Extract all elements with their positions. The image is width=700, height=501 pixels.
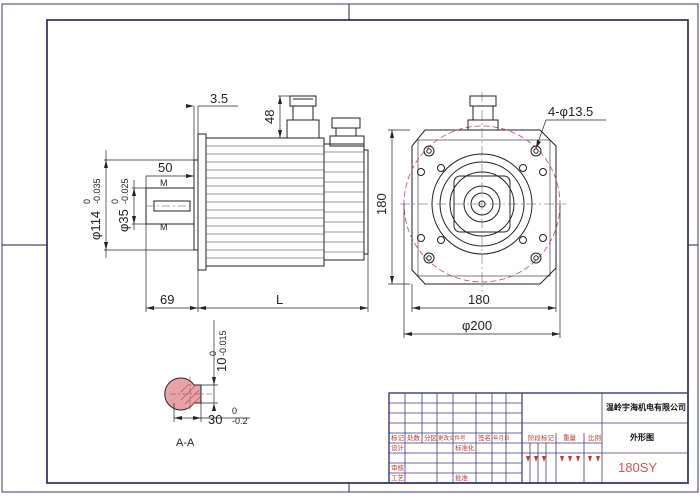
- flange-square: [411, 129, 557, 285]
- dim-shaft-diameter: φ35 0 -0.025: [110, 178, 131, 232]
- tb-weight: 重量: [563, 434, 577, 442]
- dim-mounting-holes: 4-φ13.5: [548, 104, 593, 119]
- tb-date: 年月日: [493, 434, 510, 442]
- dim-key-height: 10 0 -0.015: [208, 330, 229, 372]
- tb-model: 180SY: [618, 460, 657, 475]
- dim-key-width: 30 0 -0.2: [208, 406, 248, 427]
- svg-text:0: 0: [232, 406, 237, 416]
- side-view: [145, 95, 369, 271]
- tb-approve: 批准: [455, 473, 469, 482]
- keyway-mark-bottom: M: [160, 222, 168, 232]
- front-connector: [467, 95, 499, 131]
- svg-text:-0.015: -0.015: [218, 330, 228, 356]
- section-label: A-A: [176, 437, 195, 449]
- outer-border: [1, 3, 699, 493]
- dim-connector-height: 48: [262, 110, 277, 124]
- mounting-holes: [417, 145, 547, 264]
- dim-circle-diameter: φ200: [462, 318, 492, 333]
- side-arrows: [104, 96, 368, 310]
- tb-review: 审核: [391, 463, 405, 472]
- tb-stage-mark: 阶段标记: [528, 433, 555, 442]
- front-arrows: [390, 130, 560, 336]
- dim-pilot-diameter: φ114 0 -0.035: [82, 178, 103, 240]
- tb-design: 设计: [391, 443, 405, 452]
- dim-front-length: 69: [160, 292, 174, 307]
- dim-shaft-length: 50: [158, 160, 172, 175]
- tb-process: 工艺: [391, 474, 405, 482]
- keyway-mark-top: M: [160, 178, 168, 188]
- title-block: [388, 392, 689, 484]
- svg-text:0: 0: [82, 199, 92, 204]
- svg-text:-0.035: -0.035: [92, 178, 102, 204]
- cooling-fins: [206, 145, 324, 259]
- tb-scale: 比例: [588, 433, 601, 442]
- frame-ticks: [2, 4, 698, 492]
- tb-change-doc: 更改文件号: [438, 434, 466, 442]
- svg-text:10: 10: [214, 358, 229, 372]
- drawing-frame: [46, 19, 689, 484]
- dim-square-height: 180: [374, 193, 389, 215]
- section-aa: [164, 376, 214, 412]
- dim-square-width: 180: [468, 292, 490, 307]
- svg-text:-0.2: -0.2: [232, 416, 248, 426]
- title-block-arrows: [526, 456, 600, 462]
- tb-company: 温岭宇海机电有限公司: [606, 402, 686, 412]
- dim-flange-thk: 3.5: [210, 91, 228, 106]
- flange: [197, 133, 207, 271]
- tb-mark: 标记: [391, 433, 405, 442]
- svg-text:φ114: φ114: [88, 211, 103, 240]
- flange-pilot: [193, 159, 199, 251]
- svg-text:-0.025: -0.025: [120, 178, 130, 204]
- front-view: [400, 92, 566, 292]
- power-connector: [286, 95, 320, 139]
- tb-count: 处数: [407, 433, 421, 442]
- dim-body-length: L: [276, 292, 283, 307]
- tb-drawing-name: 外形图: [630, 432, 654, 442]
- section-dimensions: [173, 320, 250, 422]
- svg-text:φ35: φ35: [116, 209, 131, 232]
- tb-standard: 标准化: [455, 443, 475, 452]
- svg-text:30: 30: [208, 412, 222, 427]
- encoder-connector: [329, 117, 365, 147]
- svg-text:0: 0: [208, 351, 218, 356]
- tb-sign: 签名: [478, 433, 491, 442]
- svg-text:0: 0: [110, 199, 120, 204]
- side-dimensions: [104, 95, 369, 312]
- tb-zone: 分区: [424, 433, 438, 442]
- front-dimensions: [388, 119, 606, 338]
